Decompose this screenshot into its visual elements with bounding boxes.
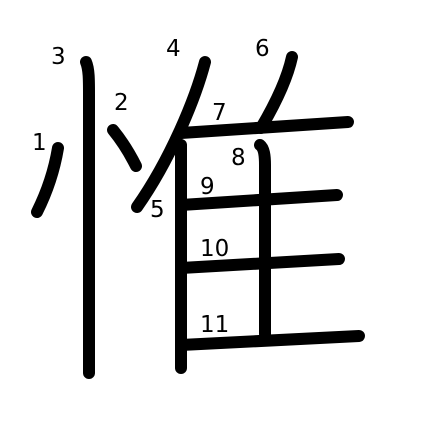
stroke-number-9: 9 — [200, 174, 215, 200]
stroke-number-1: 1 — [32, 130, 47, 156]
stroke-3 — [80, 56, 95, 379]
stroke-number-10: 10 — [200, 236, 229, 262]
stroke-number-6: 6 — [255, 36, 270, 62]
stroke-number-8: 8 — [231, 145, 246, 171]
stroke-6 — [255, 51, 298, 134]
stroke-9 — [175, 189, 343, 211]
stroke-number-3: 3 — [51, 44, 66, 70]
stroke-11 — [175, 330, 365, 351]
stroke-1 — [31, 142, 64, 218]
stroke-number-5: 5 — [150, 197, 165, 223]
stroke-7 — [175, 116, 354, 139]
stroke-2 — [107, 124, 142, 172]
stroke-number-7: 7 — [212, 100, 227, 126]
stroke-8 — [254, 139, 271, 340]
stroke-number-4: 4 — [166, 36, 181, 62]
stroke-number-2: 2 — [114, 90, 129, 116]
stroke-number-11: 11 — [200, 312, 229, 338]
stroke-10 — [175, 253, 345, 274]
